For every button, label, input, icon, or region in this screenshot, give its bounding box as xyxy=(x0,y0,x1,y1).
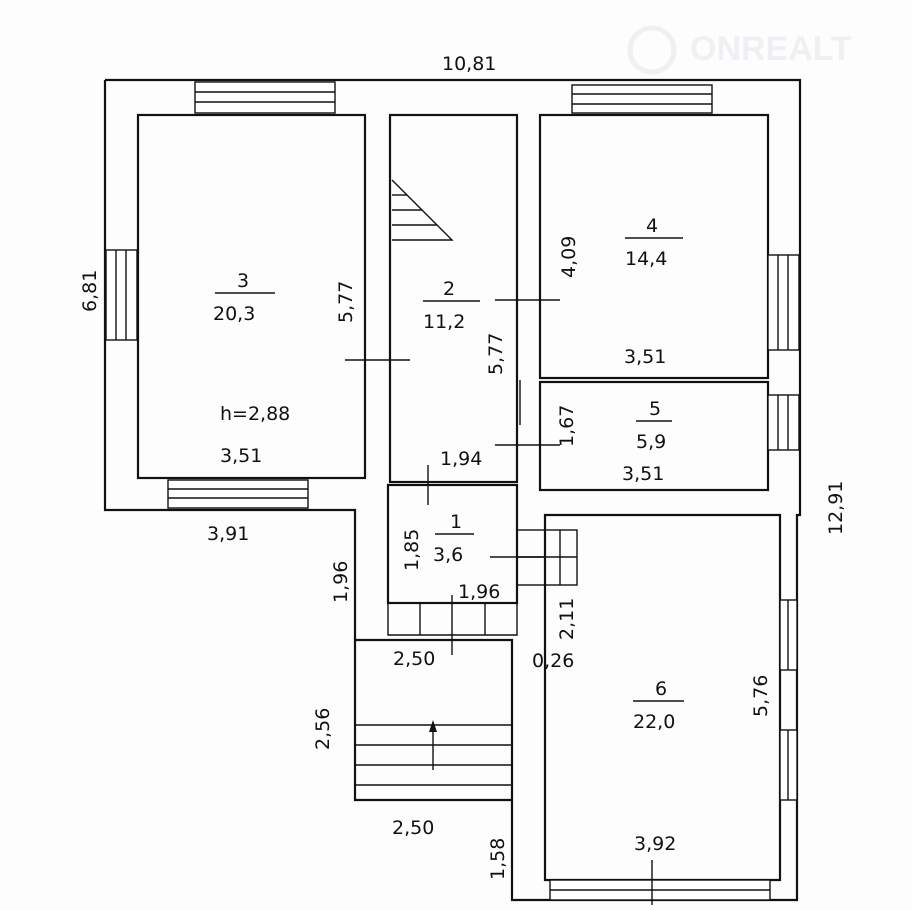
room-label-1: 13,6 xyxy=(433,511,474,566)
dim-r3-outer: 3,91 xyxy=(207,523,249,545)
dim-porch-width-top: 2,50 xyxy=(393,648,435,670)
room-label-3: 320,3 xyxy=(213,270,275,325)
dim-r2-height: 5,77 xyxy=(485,333,507,375)
room-label-2: 211,2 xyxy=(423,278,480,333)
arrow-up-icon xyxy=(429,720,437,732)
dim-r6-width: 3,92 xyxy=(634,833,676,855)
watermark-house-icon xyxy=(627,25,677,75)
svg-text:5,9: 5,9 xyxy=(636,431,666,453)
dim-r5-height: 1,67 xyxy=(556,405,578,447)
room-3 xyxy=(136,113,367,480)
porch-steps xyxy=(355,720,512,786)
dim-r1-width: 1,96 xyxy=(458,581,500,603)
dim-vestibule-height: 1,96 xyxy=(330,561,352,603)
svg-text:3,6: 3,6 xyxy=(433,544,463,566)
room-label-4: 414,4 xyxy=(625,215,683,270)
dim-wall-gap: 0,26 xyxy=(532,650,574,672)
dim-r6-gap: 2,11 xyxy=(556,598,578,640)
room-6 xyxy=(543,513,782,882)
svg-text:5: 5 xyxy=(649,398,661,420)
svg-text:6: 6 xyxy=(655,678,667,700)
dim-r4-width: 3,51 xyxy=(624,346,666,368)
svg-text:1: 1 xyxy=(450,511,462,533)
dim-r5-width: 3,51 xyxy=(622,463,664,485)
dim-r1-height: 1,85 xyxy=(401,529,423,571)
inner-stairs xyxy=(391,179,454,241)
dim-r2-width: 1,94 xyxy=(440,448,482,470)
svg-text:22,0: 22,0 xyxy=(633,711,675,733)
svg-text:2: 2 xyxy=(443,278,455,300)
dim-r4-height: 4,09 xyxy=(558,236,580,278)
ceiling-height: h=2,88 xyxy=(220,403,290,425)
dim-r3-width: 3,51 xyxy=(220,445,262,467)
dimension-ticks xyxy=(345,299,653,905)
svg-text:3: 3 xyxy=(237,270,249,292)
room-2 xyxy=(388,113,519,484)
dim-r3-height: 5,77 xyxy=(335,281,357,323)
svg-text:14,4: 14,4 xyxy=(625,248,667,270)
windows xyxy=(105,81,800,901)
dim-left-height: 6,81 xyxy=(79,270,101,312)
svg-text:11,2: 11,2 xyxy=(423,311,465,333)
svg-text:20,3: 20,3 xyxy=(213,303,255,325)
dim-porch-height: 2,56 xyxy=(312,708,334,750)
dim-r6-lower: 1,58 xyxy=(487,838,509,880)
dim-r6-height: 5,76 xyxy=(750,675,772,717)
room-label-5: 55,9 xyxy=(636,398,672,453)
dim-right-height: 12,91 xyxy=(825,481,847,535)
svg-text:4: 4 xyxy=(646,215,658,237)
room-label-6: 622,0 xyxy=(633,678,684,733)
room-4 xyxy=(538,113,770,380)
watermark-logo: ONREALT xyxy=(690,30,852,68)
dim-porch-width-bottom: 2,50 xyxy=(392,817,434,839)
dim-overall-width: 10,81 xyxy=(442,53,496,75)
